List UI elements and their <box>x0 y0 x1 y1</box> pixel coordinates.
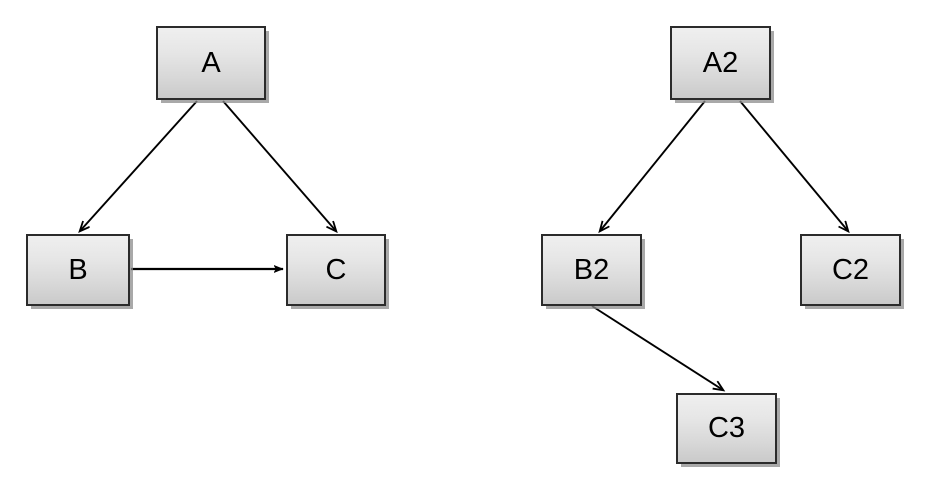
node-a2[interactable]: A2 <box>670 26 771 100</box>
node-label-b2: B2 <box>573 253 610 286</box>
node-label-a2: A2 <box>702 46 739 79</box>
node-label-c2: C2 <box>831 253 870 286</box>
edge-a-to-b[interactable] <box>80 100 198 231</box>
node-label-c: C <box>325 253 347 286</box>
edge-a2-to-c2[interactable] <box>739 100 848 231</box>
edge-a-to-c[interactable] <box>222 100 336 231</box>
node-c2[interactable]: C2 <box>800 234 901 306</box>
node-b[interactable]: B <box>26 234 130 306</box>
node-label-b: B <box>68 253 88 286</box>
node-label-a: A <box>201 46 221 79</box>
edge-a2-to-b2[interactable] <box>600 100 706 231</box>
edges-layer <box>80 100 848 390</box>
node-c3[interactable]: C3 <box>676 393 777 464</box>
edge-b2-to-c3[interactable] <box>591 305 723 390</box>
node-c[interactable]: C <box>286 234 386 306</box>
node-a[interactable]: A <box>156 26 266 100</box>
node-label-c3: C3 <box>707 412 746 444</box>
node-b2[interactable]: B2 <box>541 234 642 306</box>
